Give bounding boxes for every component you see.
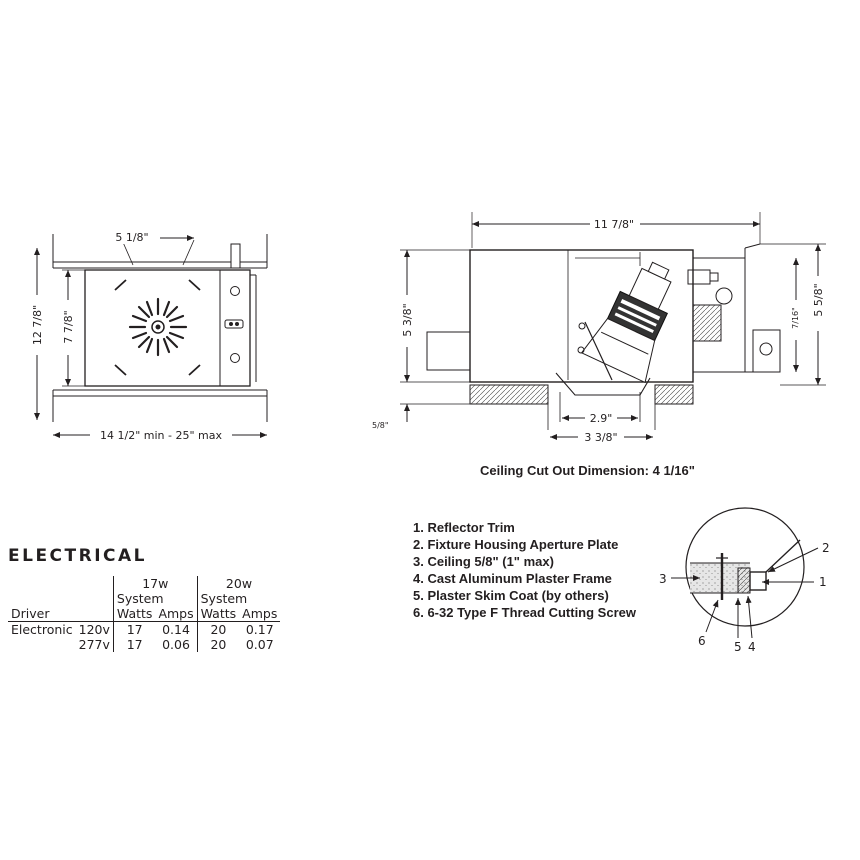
callout-2: 2 [822, 541, 830, 555]
detail-reflector-trim [749, 571, 767, 591]
lamp-module [580, 261, 672, 384]
top-view [34, 234, 268, 438]
label-dim-aperture: 2.9" [590, 412, 613, 425]
header-20w: 20w [196, 576, 281, 591]
cell-volt: 277v [78, 637, 110, 652]
label-dim-height-right-outer: 5 5/8" [812, 283, 825, 316]
callout-1: 1 [819, 575, 827, 589]
terminal-block [224, 319, 244, 329]
aperture-hub [151, 320, 165, 334]
header-driver: Driver [8, 606, 76, 622]
detail-view [671, 507, 819, 639]
label-dim-height-right-inner: 7/16" [791, 307, 800, 329]
driver-body [692, 304, 722, 342]
junction-post [230, 243, 241, 269]
header-watts-20w: Watts [196, 606, 240, 622]
electrical-section: ELECTRICAL 17w 20w System System Driver … [8, 546, 281, 652]
callout-6: 6 [698, 634, 706, 648]
ceiling-right [654, 384, 694, 405]
table-row: 277v 17 0.06 20 0.07 [8, 637, 280, 652]
table-row: Electronic 120v 17 0.14 20 0.17 [8, 621, 280, 637]
junction-right [752, 329, 781, 373]
header-amps-17w: Amps [155, 606, 198, 622]
part-item: 6. 6-32 Type F Thread Cutting Screw [413, 605, 636, 620]
callout-5: 5 [734, 640, 742, 654]
part-item: 1. Reflector Trim [413, 520, 515, 535]
ceiling-left [469, 384, 549, 405]
cell-watts-17w: 17 [112, 621, 156, 637]
side-view [400, 212, 826, 440]
corner-clips [114, 279, 201, 376]
callout-4: 4 [748, 640, 756, 654]
label-dim-width-range: 14 1/2" min - 25" max [100, 429, 222, 442]
header-system-20w: System [196, 591, 281, 606]
cell-amps-20w: 0.07 [245, 637, 274, 652]
aperture-vents [128, 297, 188, 357]
part-item: 5. Plaster Skim Coat (by others) [413, 588, 609, 603]
electrical-table: 17w 20w System System Driver Watts Amps … [8, 576, 281, 652]
cell-watts-17w: 17 [112, 637, 156, 652]
leader-4 [745, 595, 753, 639]
cell-watts-20w: 20 [196, 621, 240, 637]
header-watts-17w: Watts [112, 606, 156, 622]
part-item: 2. Fixture Housing Aperture Plate [413, 537, 619, 552]
electrical-title: ELECTRICAL [8, 546, 148, 566]
hanger-bar-bottom [52, 389, 268, 422]
detail-aperture-plate [765, 539, 801, 573]
detail-circle [685, 507, 805, 627]
callout-3: 3 [659, 572, 667, 586]
label-dim-cutout-width: 3 3/8" [584, 431, 617, 444]
label-dim-height-main: 5 3/8" [401, 303, 414, 336]
leader-2 [767, 547, 819, 573]
label-dim-inner-width: 5 1/8" [115, 231, 148, 244]
connector [687, 269, 711, 285]
label-dim-length: 11 7/8" [594, 218, 634, 231]
header-system-17w: System [112, 591, 198, 606]
parts-list: 1. Reflector Trim 2. Fixture Housing Ape… [413, 519, 636, 621]
cell-volt: 120v [78, 622, 110, 637]
cutout-caption: Ceiling Cut Out Dimension: 4 1/16" [480, 463, 695, 478]
part-item: 4. Cast Aluminum Plaster Frame [413, 571, 612, 586]
detail-plaster-frame [737, 567, 751, 594]
driver-knob [715, 287, 733, 305]
cell-driver [8, 637, 76, 652]
detail-callout-labels: 2 1 3 6 5 4 [659, 541, 830, 654]
cell-driver: Electronic [11, 622, 73, 637]
knockout-top [230, 286, 240, 296]
side-view-labels: 11 7/8" 5 3/8" 7/16" 5 5/8" 5/8" 2.9" 3 … [372, 216, 826, 444]
header-amps-20w: Amps [239, 606, 281, 622]
label-dim-inner-height: 7 7/8" [62, 310, 75, 343]
label-dim-outer-height: 12 7/8" [31, 305, 44, 345]
top-view-labels: 5 1/8" 12 7/8" 7 7/8" 14 1/2" min - 25" … [29, 230, 222, 442]
cell-amps-20w: 0.17 [245, 622, 274, 637]
conduit-left [426, 331, 471, 371]
header-17w: 17w [112, 576, 198, 591]
housing-plate [84, 269, 251, 387]
cell-watts-20w: 20 [196, 637, 240, 652]
label-dim-ceiling: 5/8" [372, 421, 389, 430]
part-item: 3. Ceiling 5/8" (1" max) [413, 554, 554, 569]
cell-amps-17w: 0.14 [162, 622, 190, 637]
knockout-bottom [230, 353, 240, 363]
cell-amps-17w: 0.06 [162, 637, 190, 652]
leader-6 [705, 599, 719, 633]
